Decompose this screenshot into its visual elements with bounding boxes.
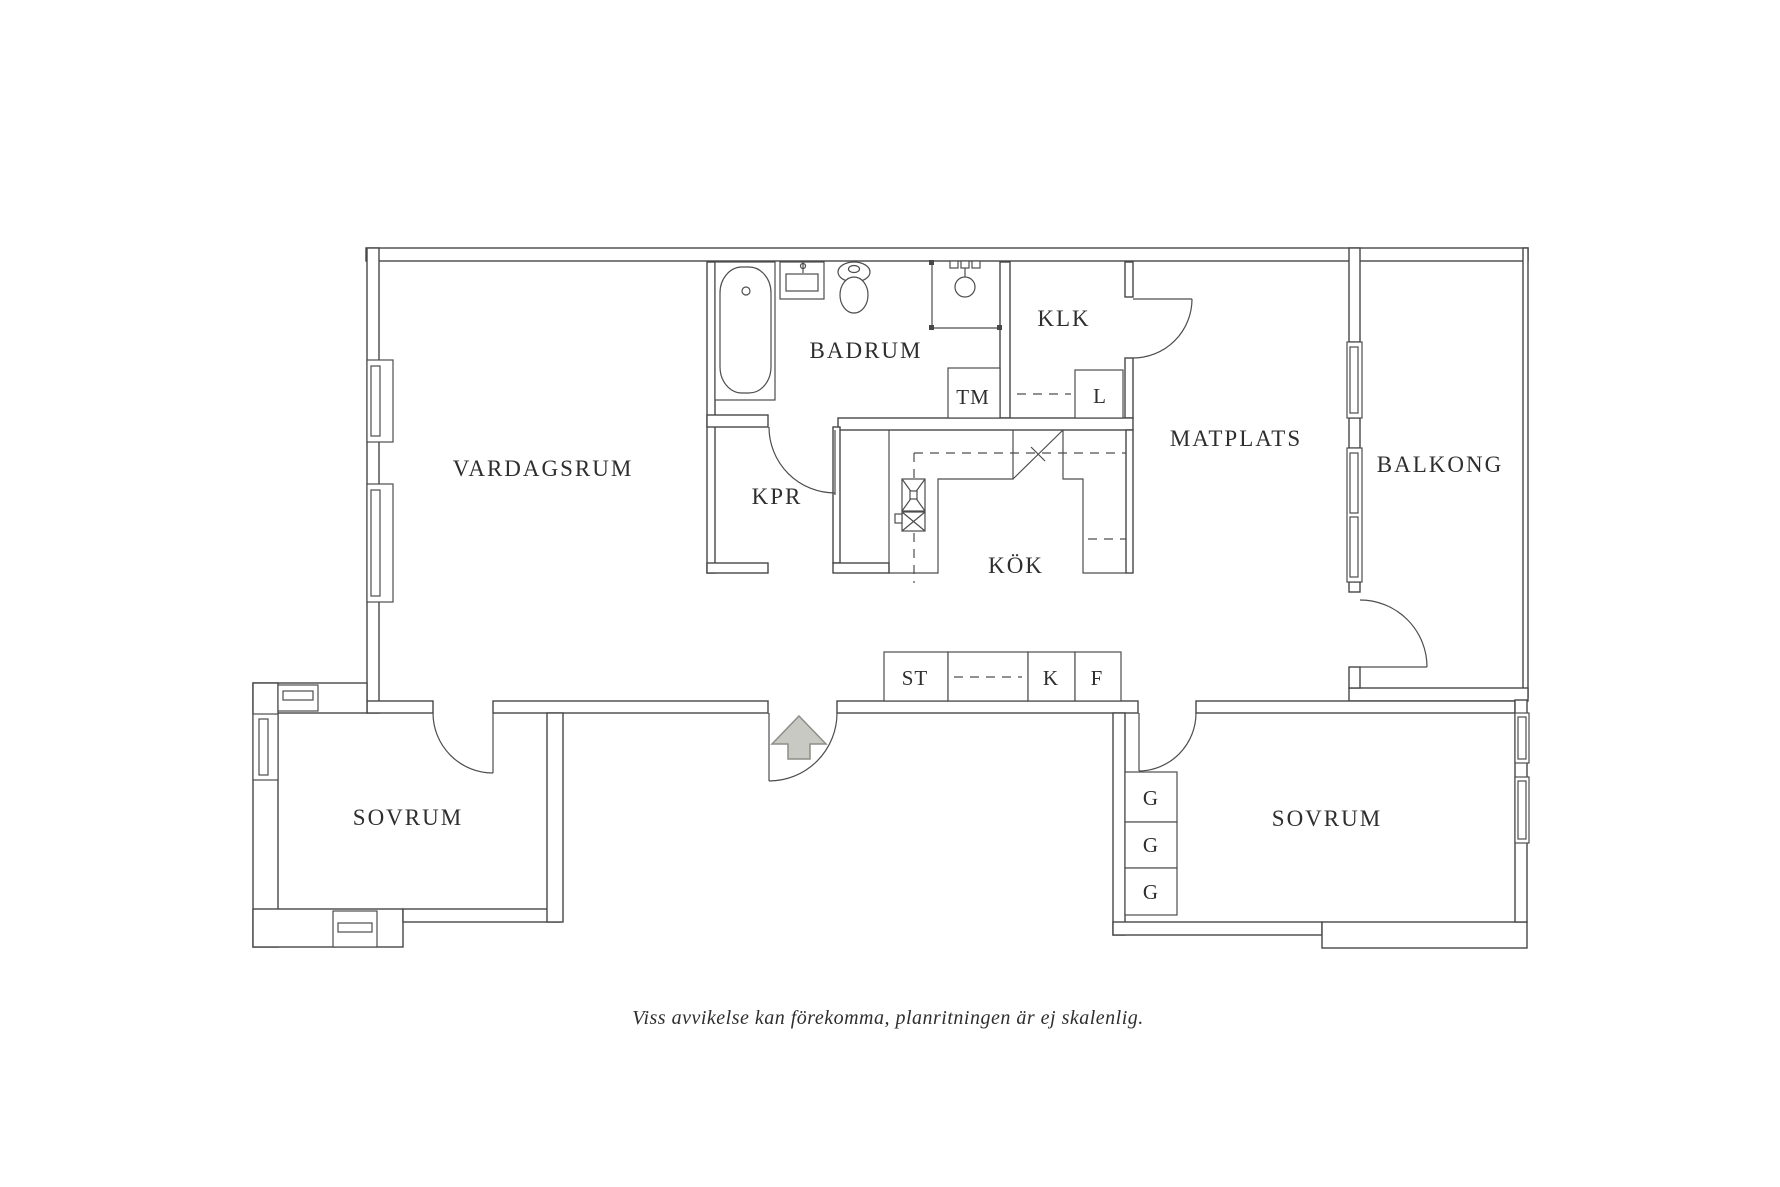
label-balkong: BALKONG (1377, 452, 1503, 477)
disclaimer-caption: Viss avvikelse kan förekomma, planritnin… (632, 1007, 1144, 1029)
door-sovrum-left (432, 712, 494, 774)
unit-labels: TM L ST K F G G G (902, 384, 1159, 904)
door-klk (1132, 298, 1193, 359)
label-g-1: G (1143, 786, 1159, 810)
label-st: ST (902, 666, 929, 690)
interior-walls (706, 247, 1361, 689)
window-vardagsrum-2 (366, 483, 394, 603)
stove (901, 478, 926, 512)
kitchen-counter (888, 429, 1126, 583)
label-tm: TM (956, 385, 990, 409)
window-sovrum-left-bottom (332, 910, 378, 948)
label-l: L (1093, 384, 1107, 408)
sink (779, 261, 825, 300)
label-g-3: G (1143, 880, 1159, 904)
entrance-door (768, 712, 838, 782)
door-balkong (1359, 599, 1428, 668)
entrance-arrow-icon (770, 714, 828, 760)
door-kpr-badrum (768, 426, 836, 495)
windows (252, 341, 1530, 948)
kitchen-sink (894, 511, 926, 532)
laundry-boxes (947, 367, 1124, 419)
window-vardagsrum-1 (366, 359, 394, 443)
door-sovrum-right (1138, 712, 1197, 772)
wardrobe-column (1124, 771, 1178, 916)
label-g-2: G (1143, 833, 1159, 857)
label-sovrum-right: SOVRUM (1272, 806, 1382, 831)
window-balkong-1 (1346, 341, 1363, 419)
label-badrum: BADRUM (810, 338, 923, 363)
room-labels: VARDAGSRUM BADRUM KLK KPR MATPLATS BALKO… (353, 306, 1503, 831)
window-balkong-2 (1346, 447, 1363, 583)
label-matplats: MATPLATS (1170, 426, 1302, 451)
toilet (837, 261, 871, 314)
label-vardagsrum: VARDAGSRUM (453, 456, 634, 481)
label-kok: KÖK (988, 553, 1044, 578)
bathtub (714, 261, 776, 401)
window-sovrum-right-2 (1514, 776, 1530, 844)
label-kpr: KPR (752, 484, 803, 509)
label-k: K (1043, 666, 1059, 690)
window-sovrum-left-side (252, 713, 279, 781)
label-klk: KLK (1037, 306, 1090, 331)
label-sovrum-left: SOVRUM (353, 805, 463, 830)
label-f: F (1091, 666, 1104, 690)
doors (432, 298, 1428, 782)
cabinet-row-hall (883, 651, 1122, 702)
window-sovrum-left-top (277, 684, 319, 712)
window-sovrum-right-1 (1514, 712, 1530, 764)
shower (929, 260, 1002, 330)
